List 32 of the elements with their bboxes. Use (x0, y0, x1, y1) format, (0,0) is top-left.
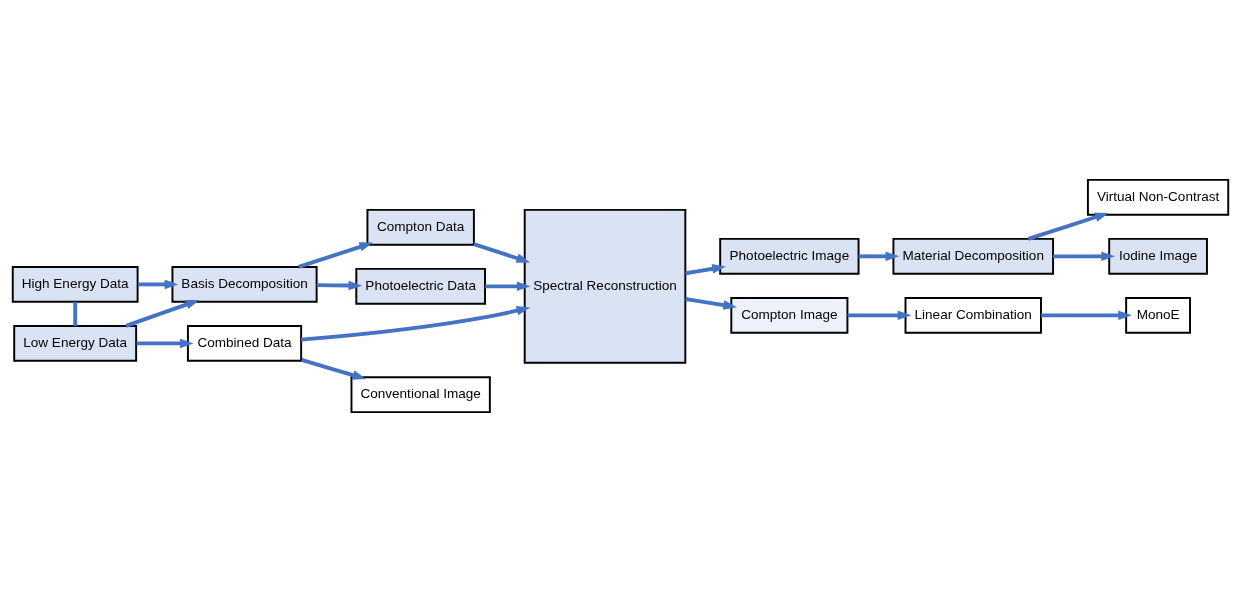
arrow (301, 358, 367, 380)
arrow (298, 242, 373, 269)
arrow (1027, 212, 1109, 241)
node-box: High Energy Data (11, 266, 139, 303)
arrow (685, 297, 737, 310)
node-box: Compton Data (366, 208, 475, 246)
arrow (685, 264, 726, 276)
node-box: Conventional Image (350, 376, 491, 414)
arrow (316, 280, 363, 291)
node-box: Linear Combination (904, 296, 1042, 334)
node-box: Photoelectric Image (719, 237, 860, 275)
node-box: Material Decomposition (892, 237, 1055, 275)
arrow (1053, 251, 1115, 262)
arrow (125, 299, 200, 328)
node-box: Combined Data (186, 325, 303, 362)
node-box: Low Energy Data (13, 325, 138, 362)
node-box: Compton Image (730, 296, 849, 334)
node-box: Photoelectric Data (355, 267, 486, 305)
arrow (485, 281, 531, 292)
node-box: Basis Decomposition (171, 266, 318, 303)
arrow (138, 279, 179, 290)
node-box: MonoE (1125, 296, 1191, 334)
node-box: Spectral Reconstruction (523, 208, 687, 364)
arrow (136, 338, 194, 349)
connector (73, 301, 78, 326)
arrow (847, 310, 912, 321)
arrow (473, 242, 531, 263)
arrow (1041, 310, 1132, 321)
arrow (301, 305, 531, 342)
arrow (858, 251, 900, 262)
node-box: Virtual Non-Contrast (1086, 178, 1230, 216)
node-box: Iodine Image (1108, 237, 1208, 275)
